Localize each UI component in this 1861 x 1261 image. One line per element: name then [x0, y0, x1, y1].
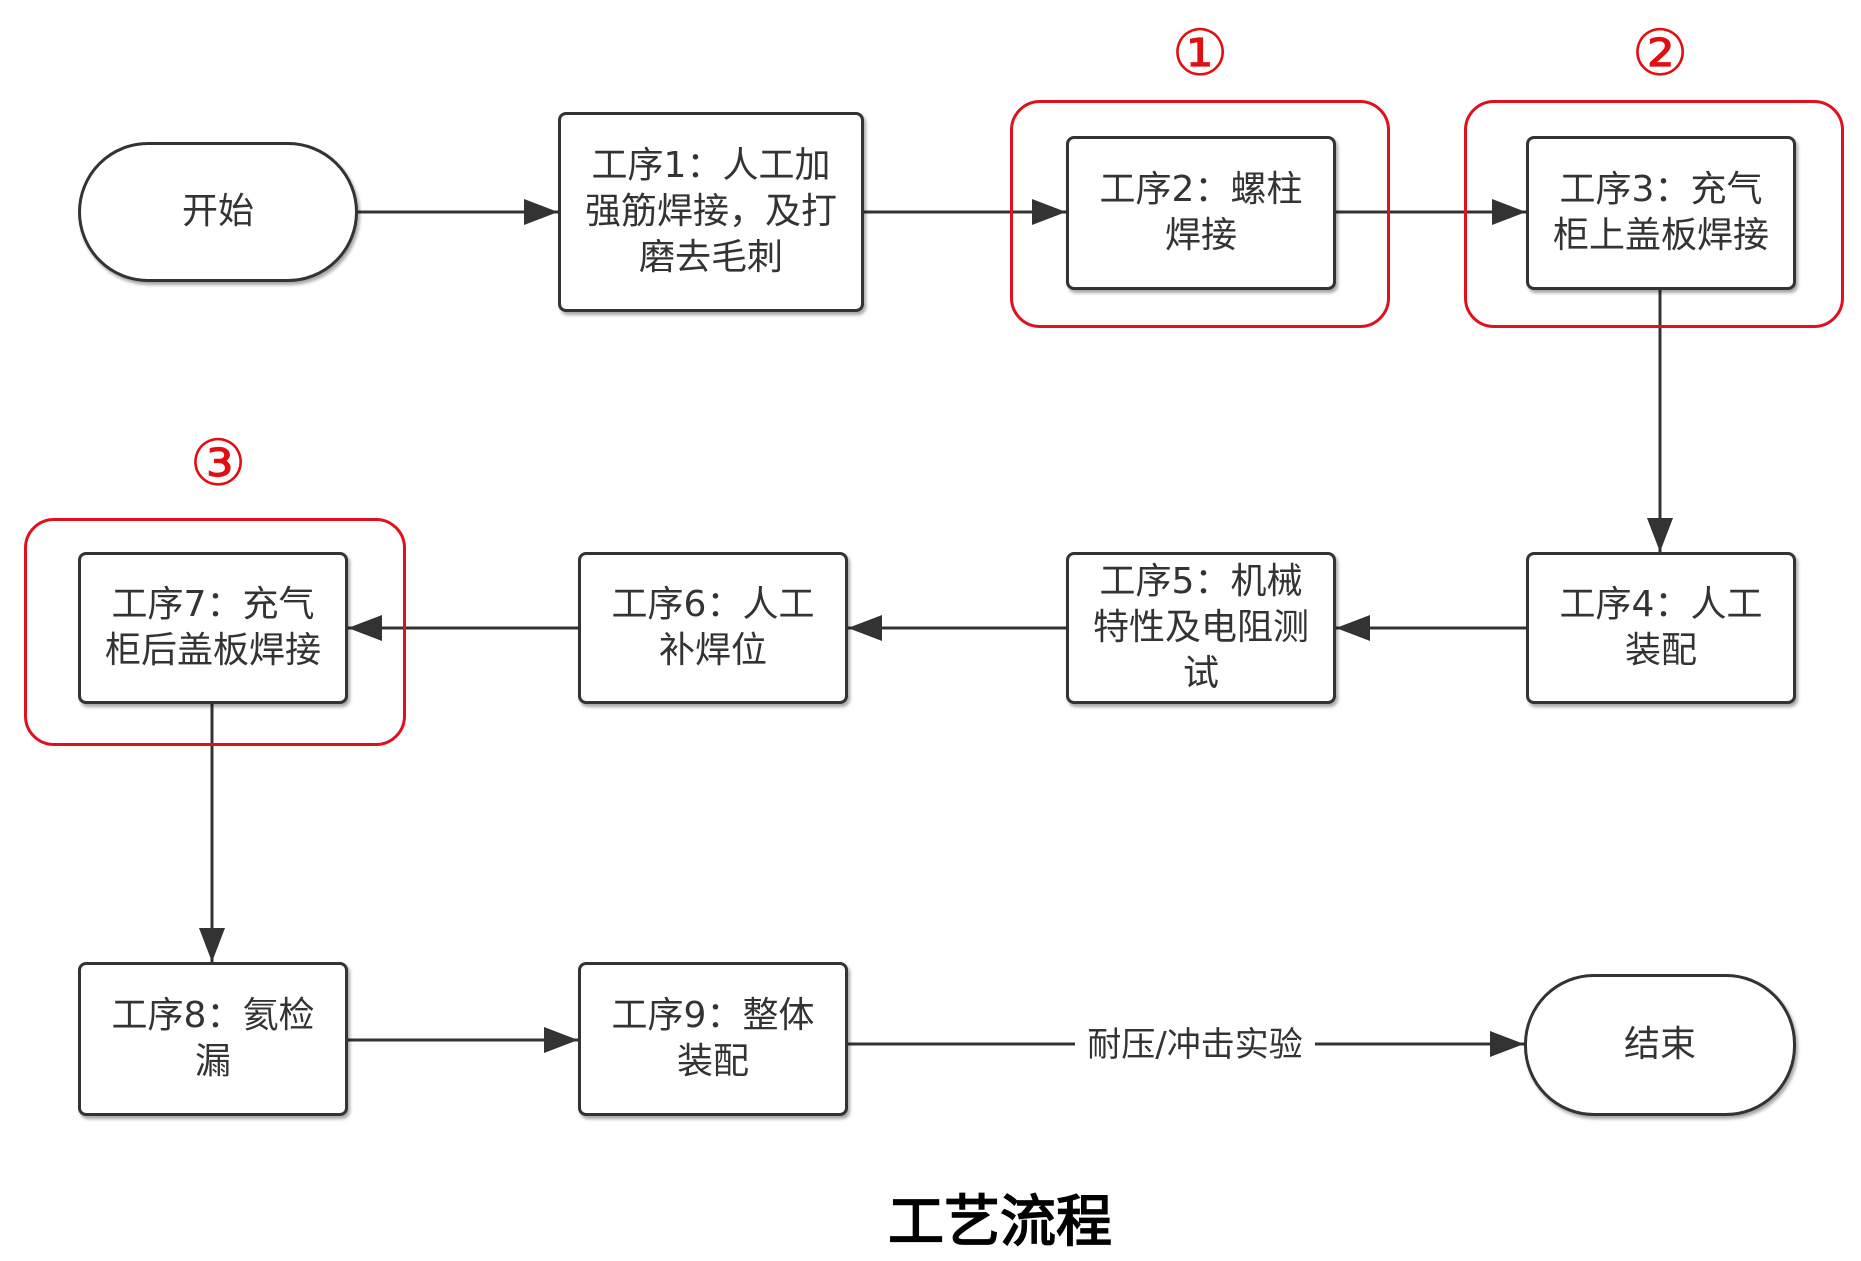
process-4-label: 工序4：人工装配	[1559, 584, 1763, 671]
marker-2: ②	[1631, 17, 1689, 91]
highlight-frame-2	[1464, 100, 1844, 328]
process-8-node: 工序8：氦检漏	[78, 962, 348, 1116]
process-2-label: 工序2：螺柱焊接	[1099, 169, 1303, 256]
marker-3: ③	[189, 427, 247, 501]
edge-label-test: 耐压/冲击实验	[1075, 1020, 1315, 1070]
process-7-label: 工序7：充气柜后盖板焊接	[104, 584, 321, 671]
end-node: 结束	[1524, 974, 1796, 1116]
process-9-node: 工序9：整体装配	[578, 962, 848, 1116]
process-6-label: 工序6：人工补焊位	[611, 584, 815, 671]
highlight-frame-3	[24, 518, 406, 746]
process-9-label: 工序9：整体装配	[611, 995, 815, 1082]
start-label: 开始	[181, 191, 254, 232]
highlight-frame-1	[1010, 100, 1390, 328]
end-label: 结束	[1623, 1024, 1696, 1065]
process-3-node: 工序3：充气柜上盖板焊接	[1526, 136, 1796, 290]
process-5-label: 工序5：机械特性及电阻测试	[1092, 561, 1309, 694]
process-2-node: 工序2：螺柱焊接	[1066, 136, 1336, 290]
process-7-node: 工序7：充气柜后盖板焊接	[78, 552, 348, 704]
process-3-label: 工序3：充气柜上盖板焊接	[1552, 169, 1769, 256]
process-4-node: 工序4：人工装配	[1526, 552, 1796, 704]
process-8-label: 工序8：氦检漏	[111, 995, 315, 1082]
process-5-node: 工序5：机械特性及电阻测试	[1066, 552, 1336, 704]
process-1-node: 工序1：人工加强筋焊接，及打磨去毛刺	[558, 112, 864, 312]
start-node: 开始	[78, 142, 358, 282]
page-title: 工艺流程	[888, 1190, 1112, 1255]
process-1-label: 工序1：人工加强筋焊接，及打磨去毛刺	[584, 145, 837, 278]
process-6-node: 工序6：人工补焊位	[578, 552, 848, 704]
marker-1: ①	[1171, 17, 1229, 91]
